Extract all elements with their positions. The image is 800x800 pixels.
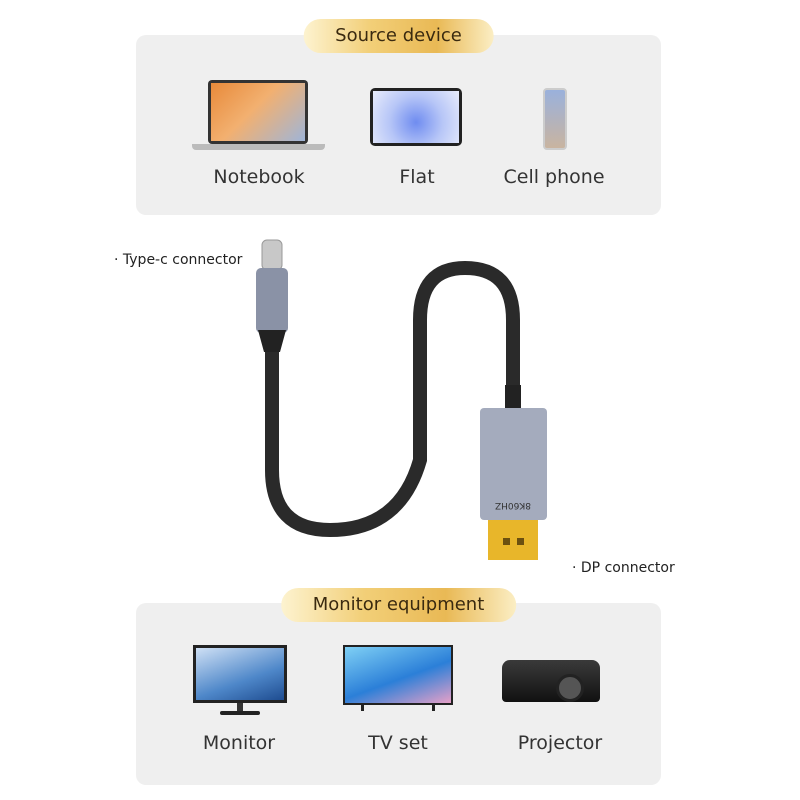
phone-icon bbox=[543, 88, 567, 150]
monitor-icon bbox=[193, 645, 287, 715]
tv-set-label: TV set bbox=[368, 732, 428, 754]
flat-label: Flat bbox=[399, 166, 435, 188]
dp-plug bbox=[488, 520, 538, 560]
type-c-plug bbox=[261, 239, 283, 271]
source-device-title: Source device bbox=[303, 19, 494, 53]
notebook-label: Notebook bbox=[213, 166, 305, 188]
monitor-label: Monitor bbox=[202, 732, 276, 754]
projector-label: Projector bbox=[517, 732, 603, 754]
cable-marking: 8K60HZ bbox=[495, 500, 531, 510]
tv-icon bbox=[343, 645, 453, 711]
type-c-housing bbox=[256, 268, 288, 333]
tablet-icon bbox=[370, 88, 462, 146]
dp-callout: · DP connector bbox=[572, 560, 675, 576]
cell-phone-label: Cell phone bbox=[503, 166, 605, 188]
dp-housing bbox=[480, 408, 547, 520]
cable bbox=[265, 260, 520, 538]
type-c-callout: · Type-c connector bbox=[114, 252, 243, 268]
dp-strain-relief bbox=[505, 385, 521, 410]
projector-icon bbox=[502, 660, 600, 702]
monitor-equipment-title: Monitor equipment bbox=[280, 588, 517, 622]
laptop-icon bbox=[192, 80, 325, 150]
